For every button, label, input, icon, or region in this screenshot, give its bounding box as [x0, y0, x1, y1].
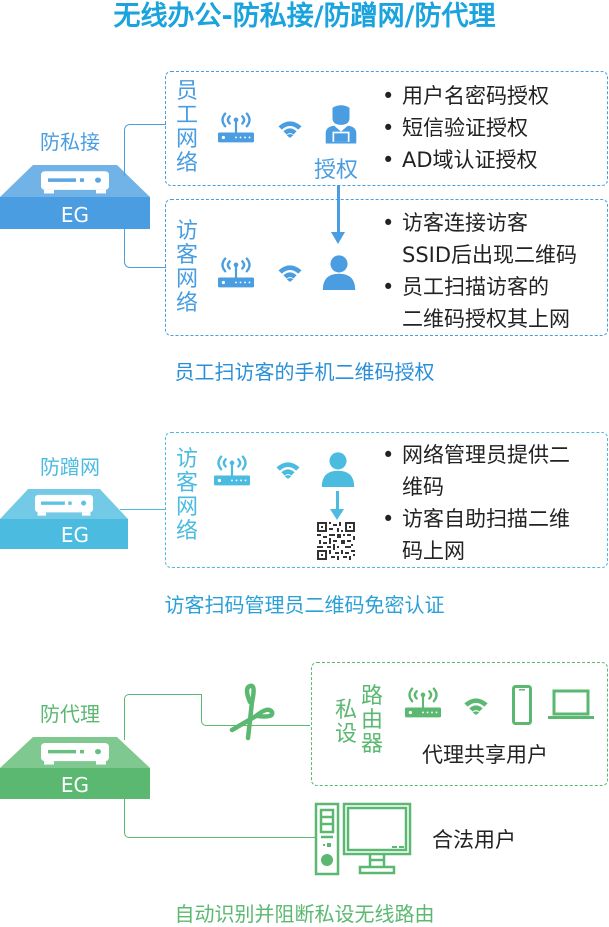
connector-line: [201, 694, 211, 726]
bullet-line: 维码: [402, 475, 444, 499]
bullet-line: 访客自助扫描二维: [402, 507, 570, 531]
connector-line: [124, 795, 316, 838]
router-label: 路由器: [360, 684, 383, 757]
guest-user-icon: [321, 254, 357, 290]
connector-line: [124, 124, 166, 176]
router-wifi-icon: [216, 110, 256, 146]
device-name: EG: [60, 523, 90, 547]
bullet-item: AD域认证授权: [382, 144, 549, 176]
wifi-signal-icon: [276, 118, 304, 138]
desktop-computer-icon: [314, 802, 412, 876]
wifi-signal-icon: [461, 695, 491, 715]
section-caption: 自动识别并阻断私设无线路由: [174, 902, 435, 926]
wifi-signal-icon: [276, 262, 304, 282]
freeloading-prevention-steps: 网络管理员提供二 维码 访客自助扫描二维 码上网: [382, 439, 570, 567]
device-name: EG: [60, 773, 90, 797]
qr-code-icon: [317, 522, 355, 560]
device-label: 防蹭网: [40, 455, 100, 479]
eg-device[interactable]: EG: [0, 737, 150, 799]
bullet-line: 访客连接访客: [402, 211, 528, 235]
router-wifi-icon: [403, 685, 443, 721]
bullet-line: SSID后出现二维码: [402, 243, 578, 267]
wifi-signal-icon: [274, 459, 302, 479]
connector-line: [120, 509, 165, 510]
private-label: 私设: [334, 698, 357, 747]
employee-auth-methods: 用户名密码授权 短信验证授权 AD域认证授权: [382, 80, 549, 176]
employee-network-label: 员工网络: [175, 79, 198, 176]
device-label: 防代理: [40, 702, 100, 726]
device-name: EG: [60, 203, 90, 227]
connector-line: [210, 725, 310, 726]
user-icon: [320, 451, 356, 487]
guest-network-box: 访客网络: [165, 432, 608, 568]
bullet-line: 员工扫描访客的: [402, 275, 549, 299]
device-label: 防私接: [40, 130, 100, 154]
arrow-head: [331, 232, 345, 244]
guest-network-box: 访客网络 访客连接访客 SSID后出现二维码 员工扫描访客的 二维码授权其上网: [165, 199, 608, 336]
guest-network-label: 访客网络: [175, 447, 198, 544]
arrow-head: [330, 509, 344, 520]
phone-icon: [512, 685, 532, 725]
employee-network-box: 员工网络 授权 用户名密码授权 短信验证授权 AD域认证授权: [165, 71, 608, 186]
section-caption: 访客扫码管理员二维码免密认证: [164, 593, 445, 617]
proxy-shared-users-label: 代理共享用户: [422, 743, 548, 767]
bullet-line: 二维码授权其上网: [402, 307, 570, 331]
qr-arrow: [336, 491, 339, 513]
section-caption: 员工扫访客的手机二维码授权: [174, 360, 435, 384]
connector-line: [124, 694, 202, 740]
connector-line: [124, 226, 166, 268]
private-router-box: 私设 路由器 代理共享用户: [311, 662, 608, 786]
page-title: 无线办公-防私接/防蹭网/防代理: [113, 1, 496, 32]
bullet-item: 网络管理员提供二 维码: [382, 439, 570, 503]
employee-user-icon: [324, 104, 358, 144]
bullet-item: 访客连接访客 SSID后出现二维码: [382, 207, 577, 271]
guest-network-label: 访客网络: [175, 219, 198, 316]
authorize-arrow: [337, 185, 340, 237]
bullet-item: 短信验证授权: [382, 112, 549, 144]
guest-auth-steps: 访客连接访客 SSID后出现二维码 员工扫描访客的 二维码授权其上网: [382, 207, 577, 335]
eg-device[interactable]: EG: [0, 489, 128, 549]
scissors-icon: [229, 683, 275, 741]
legal-user-label: 合法用户: [432, 828, 516, 852]
eg-device[interactable]: EG: [0, 165, 150, 229]
bullet-item: 员工扫描访客的 二维码授权其上网: [382, 271, 577, 335]
router-wifi-icon: [212, 453, 252, 489]
bullet-item: 用户名密码授权: [382, 80, 549, 112]
laptop-icon: [548, 689, 594, 719]
router-wifi-icon: [216, 255, 256, 291]
authorize-label: 授权: [314, 158, 359, 183]
bullet-line: 码上网: [402, 539, 465, 563]
bullet-item: 访客自助扫描二维 码上网: [382, 503, 570, 567]
bullet-line: 网络管理员提供二: [402, 443, 570, 467]
